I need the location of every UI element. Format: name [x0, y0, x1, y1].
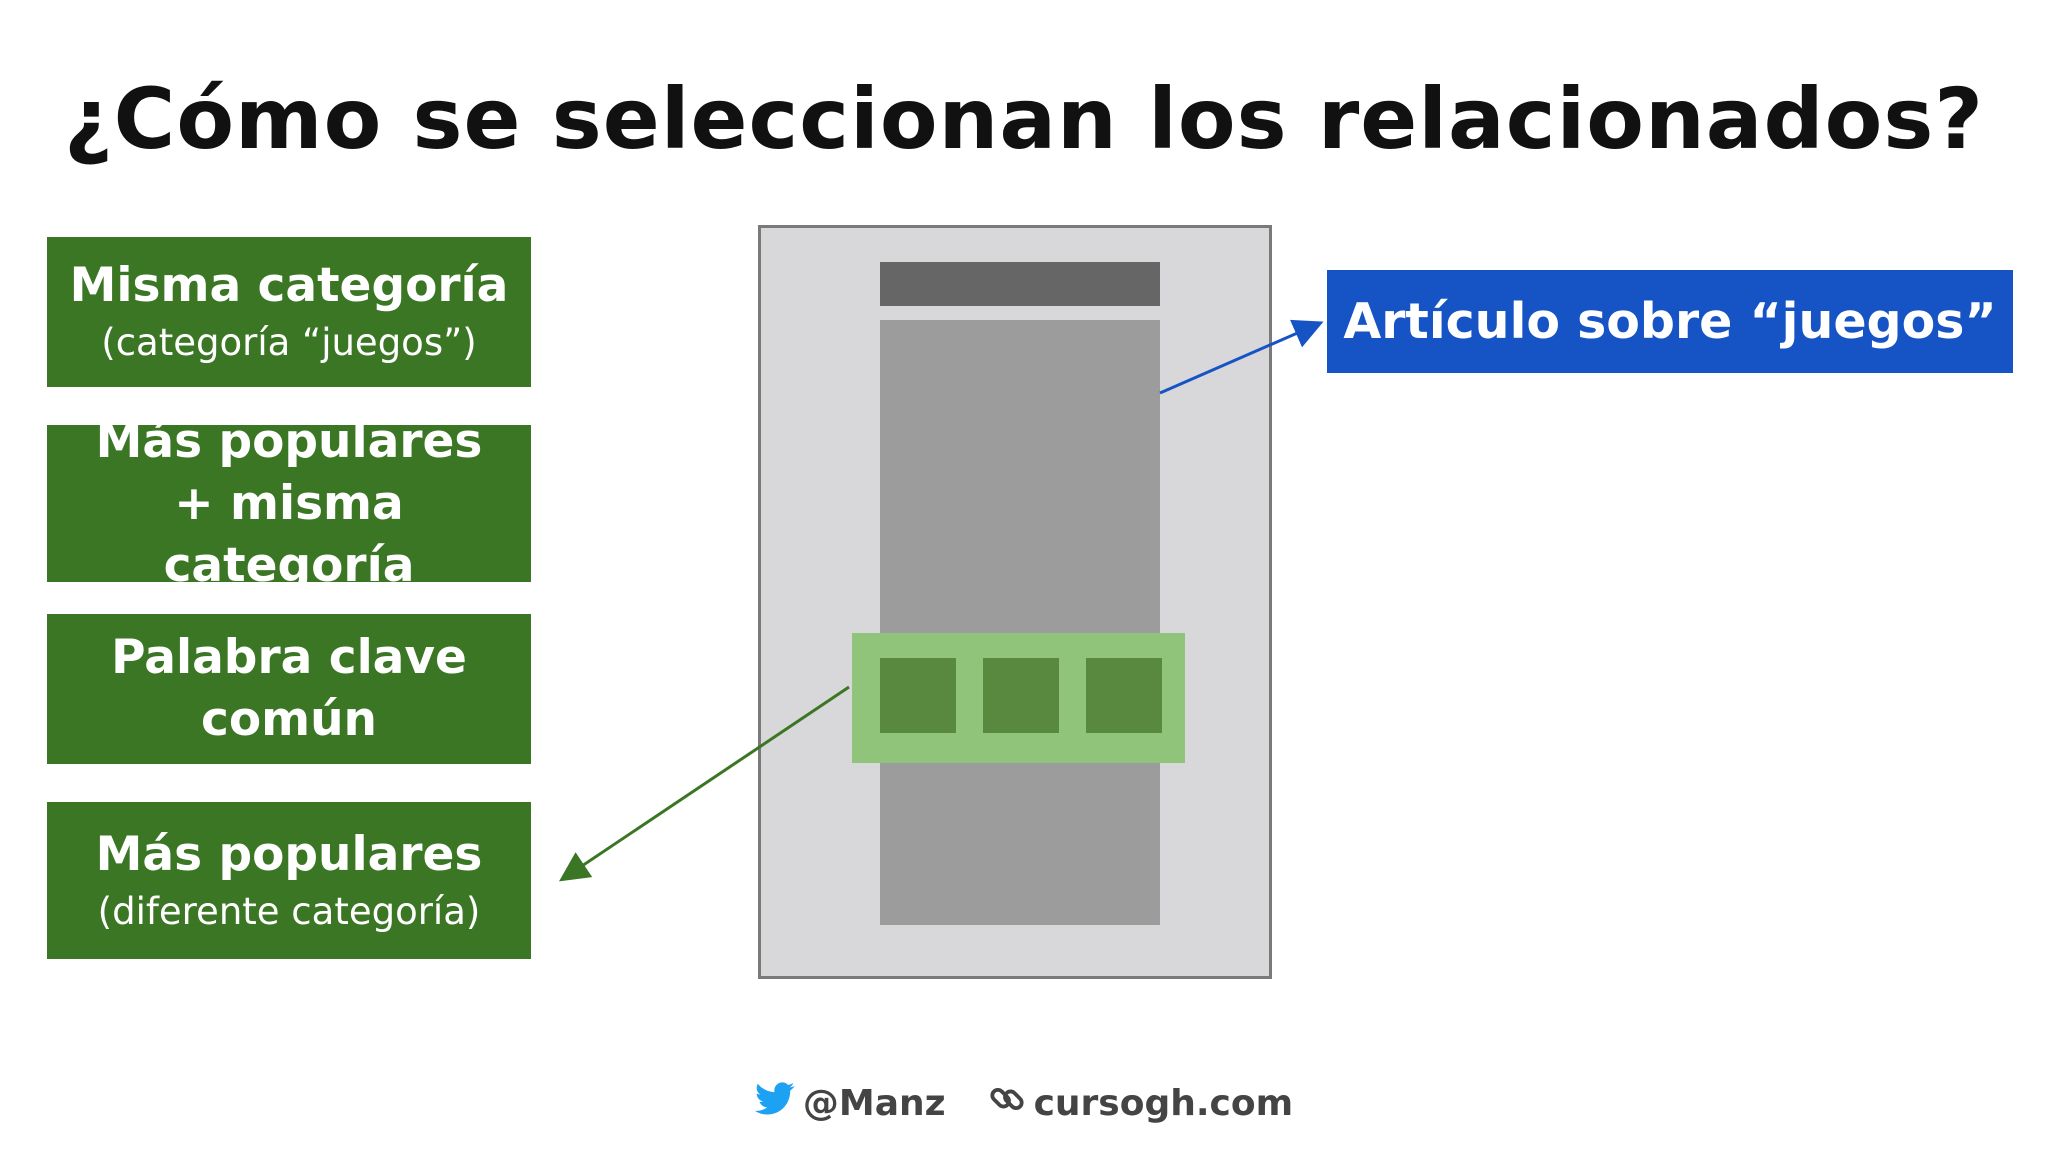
slide-title: ¿Cómo se seleccionan los relacionados?	[63, 70, 1985, 168]
related-post-thumbnail	[983, 658, 1059, 733]
page-header-block	[880, 262, 1160, 306]
strategy-label: Palabra clave común	[111, 630, 467, 747]
footer: @Manz cursogh.com	[0, 1080, 2048, 1127]
strategy-label: Más populares	[95, 826, 483, 882]
strategy-box-popular-other-category: Más populares (diferente categoría)	[47, 802, 531, 959]
strategy-label: Misma categoría	[69, 258, 509, 313]
website-url: cursogh.com	[1033, 1083, 1294, 1124]
related-post-thumbnail	[1086, 658, 1162, 733]
chain-link-icon	[988, 1080, 1026, 1127]
related-post-thumbnail	[880, 658, 956, 733]
strategy-label: Más populares + misma categoría	[95, 413, 483, 593]
strategy-sublabel: (categoría “juegos”)	[101, 321, 477, 364]
twitter-handle: @Manz	[802, 1083, 946, 1124]
arrow-to-article-label	[1159, 319, 1324, 395]
strategy-sublabel: (diferente categoría)	[97, 889, 481, 933]
strategy-box-common-keyword: Palabra clave común	[47, 614, 531, 764]
arrow-to-strategy-box	[559, 685, 850, 882]
article-label-box: Artículo sobre “juegos”	[1327, 270, 2013, 373]
strategy-box-same-category: Misma categoría (categoría “juegos”)	[47, 237, 531, 387]
twitter-credit: @Manz	[754, 1082, 946, 1125]
related-posts-section	[852, 633, 1185, 763]
website-credit: cursogh.com	[988, 1080, 1294, 1127]
strategy-box-popular-same-category: Más populares + misma categoría	[47, 414, 531, 593]
twitter-bird-icon	[754, 1082, 795, 1125]
article-content-block	[880, 320, 1160, 925]
